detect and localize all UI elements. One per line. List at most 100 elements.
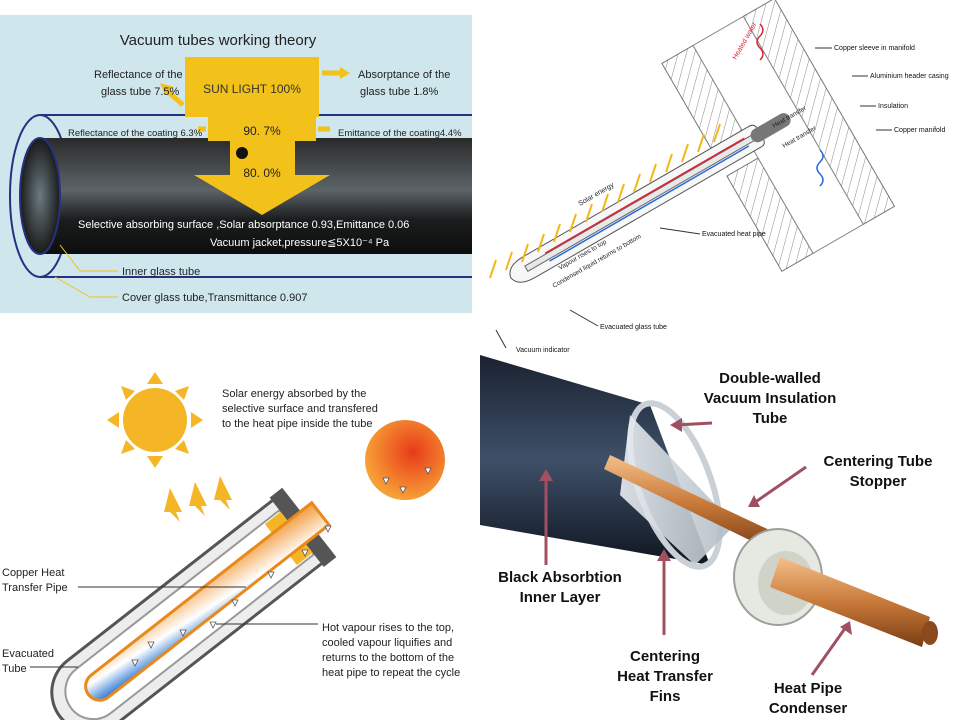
sunlight-label: SUN LIGHT 100% xyxy=(203,82,301,96)
hot-text-l4: heat pipe to repeat the cycle xyxy=(322,667,460,679)
sun-ray xyxy=(121,440,135,454)
ray xyxy=(665,153,673,173)
fins-l2: Heat Transfer xyxy=(617,668,713,685)
pointer-condenser xyxy=(810,626,848,676)
evacuated-glass-tube-label: Evacuated glass tube xyxy=(600,324,667,331)
double-walled-l3: Tube xyxy=(753,410,788,427)
arrowhead xyxy=(670,418,682,432)
copper-heat-pipe xyxy=(604,455,780,551)
vapour-triangles xyxy=(131,467,432,667)
inner-glass-leader xyxy=(59,244,118,272)
ray xyxy=(617,183,625,203)
double-walled-l1: Double-walled xyxy=(719,370,821,387)
condenser-tip xyxy=(922,621,938,645)
vacuum-jacket-label: Vacuum jacket,pressure≦5X10⁻⁴ Pa xyxy=(210,237,390,249)
solar-text-l1: Solar energy absorbed by the xyxy=(222,388,366,400)
arrowhead xyxy=(748,495,760,507)
arrowhead xyxy=(539,469,553,481)
aluminium-header-label: Aluminium header casing xyxy=(870,73,949,80)
solar-energy-label: Solar energy xyxy=(578,182,616,208)
double-walled-l2: Vacuum Insulation xyxy=(704,390,837,407)
vapour-marker xyxy=(231,599,239,607)
vapour-marker xyxy=(424,467,432,475)
component-photo: Double-walled Vacuum Insulation Tube Cen… xyxy=(480,355,938,719)
hot-text-l1: Hot vapour rises to the top, xyxy=(322,622,454,634)
vacuum-indicator-label: Vacuum indicator xyxy=(516,347,570,354)
copper-sleeve xyxy=(750,113,791,143)
sun-rays xyxy=(107,372,203,468)
cover-glass-leader xyxy=(54,276,118,298)
ray xyxy=(553,223,561,243)
panel-component-photo: Double-walled Vacuum Insulation Tube Cen… xyxy=(480,355,960,720)
evacuated-heat-pipe-label: Evacuated heat pipe xyxy=(702,231,766,238)
callout-line xyxy=(659,227,701,235)
panel-working-theory: Vacuum tubes working theory SUN LIGHT 10… xyxy=(0,15,472,313)
working-theory-diagram: Vacuum tubes working theory SUN LIGHT 10… xyxy=(9,32,472,304)
evac-label-l2: Tube xyxy=(2,663,27,675)
copper-manifold-label: Copper manifold xyxy=(894,127,945,134)
arrowhead xyxy=(840,621,852,635)
absorptance-glass-l2: glass tube 1.8% xyxy=(360,86,438,98)
absorbed-arrow xyxy=(194,141,330,215)
photo-labels: Double-walled Vacuum Insulation Tube Cen… xyxy=(497,369,934,719)
sun-ray xyxy=(147,456,163,468)
reflectance-glass-l2: glass tube 7.5% xyxy=(101,86,179,98)
transmitted-band xyxy=(208,117,316,141)
ray xyxy=(585,203,593,223)
heat-pipe-cycle-diagram: Solar energy absorbed by the selective s… xyxy=(2,372,460,720)
absorptance-glass-l1: Absorptance of the xyxy=(358,69,450,81)
copper-label-l2: Transfer Pipe xyxy=(2,582,68,594)
vapour-line xyxy=(544,137,745,254)
sunlight-arrow xyxy=(214,476,232,510)
reflectance-coating: Reflectance of the coating 6.3% xyxy=(68,128,203,139)
sun-ray xyxy=(147,372,163,384)
ray xyxy=(537,233,545,253)
cycle-labels: Solar energy absorbed by the selective s… xyxy=(2,388,460,679)
hot-text-l2: cooled vapour liquifies and xyxy=(322,637,452,649)
sunlight-arrow xyxy=(164,488,182,522)
callout-line xyxy=(495,329,507,349)
vapour-marker xyxy=(209,621,217,629)
evacuated-heat-pipe xyxy=(524,134,756,272)
pointer-stopper xyxy=(753,465,807,505)
value-80-0: 80. 0% xyxy=(243,166,281,180)
copper-heat-pipe xyxy=(84,500,332,702)
sunlight-box xyxy=(185,57,319,117)
evac-label-l1: Evacuated xyxy=(2,648,54,660)
reflect-arrowhead-left xyxy=(160,83,174,95)
centering-stopper-l2: Stopper xyxy=(850,473,907,490)
ray xyxy=(489,259,497,279)
sun-ray xyxy=(175,440,189,454)
copper-label-l1: Copper Heat xyxy=(2,567,64,579)
vapour-marker xyxy=(131,659,139,667)
condenser-l1: Heat Pipe xyxy=(774,680,842,697)
diagram-title: Vacuum tubes working theory xyxy=(120,32,317,49)
schematic-callouts: Copper sleeve in manifold Aluminium head… xyxy=(495,45,949,354)
heat-pipe-schematic: Heated water Heat transfer Heat transfer… xyxy=(489,0,949,354)
sun-ray xyxy=(107,412,119,428)
ray xyxy=(649,163,657,183)
sun-ray xyxy=(191,412,203,428)
selective-surface-label: Selective absorbing surface ,Solar absor… xyxy=(78,219,409,231)
absorber-dot xyxy=(236,147,248,159)
arrowhead xyxy=(657,549,671,561)
sunlight-arrows xyxy=(164,476,232,522)
panel-heat-pipe-cycle: Solar energy absorbed by the selective s… xyxy=(0,360,480,720)
insulation-label: Insulation xyxy=(878,103,908,110)
ray xyxy=(521,243,529,263)
reflect-arrow-left xyxy=(164,88,185,107)
vapour-marker xyxy=(301,549,309,557)
ray xyxy=(601,193,609,213)
solar-text-l3: to the heat pipe inside the tube xyxy=(222,418,372,430)
condenser-l2: Condenser xyxy=(769,700,848,717)
emittance-coating: Emittance of the coating4.4% xyxy=(338,128,462,139)
sun-ray xyxy=(121,386,135,400)
vapour-marker xyxy=(147,641,155,649)
manifold-assembly xyxy=(509,0,896,283)
vapour-marker xyxy=(324,525,332,533)
vapour-marker xyxy=(382,477,390,485)
centering-stopper-l1: Centering Tube xyxy=(824,453,933,470)
cover-glass-label: Cover glass tube,Transmittance 0.907 xyxy=(122,292,307,304)
black-layer-l2: Inner Layer xyxy=(520,589,601,606)
solar-rays xyxy=(489,123,721,279)
